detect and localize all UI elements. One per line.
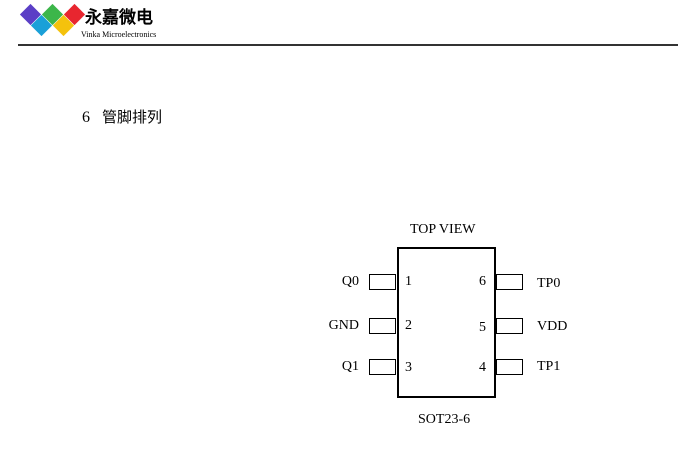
pin-2-number: 2 (405, 318, 412, 333)
pin-4-lead (496, 359, 523, 375)
section-heading: 6 管脚排列 (82, 106, 162, 127)
top-view-label: TOP VIEW (410, 222, 476, 237)
package-label: SOT23-6 (418, 412, 471, 427)
section-title: 管脚排列 (102, 108, 163, 126)
pin-5-name: VDD (537, 319, 568, 334)
header-divider (18, 44, 678, 46)
pin-5-number: 5 (479, 320, 486, 335)
brand-en: Vinka Microelectronics (81, 30, 157, 39)
section-number: 6 (82, 109, 90, 126)
pin-6-number: 6 (479, 274, 486, 289)
pin-2-lead (369, 318, 396, 334)
pin-4-number: 4 (479, 360, 486, 375)
pin-3-name: Q1 (341, 359, 359, 374)
pin-1-number: 1 (405, 274, 412, 289)
chip-body (397, 247, 496, 398)
pin-1-lead (369, 274, 396, 290)
pin-4-name: TP1 (537, 359, 561, 374)
pin-6-name: TP0 (537, 276, 561, 291)
pin-1-name: Q0 (341, 274, 359, 289)
brand-cn: 永嘉微电 (85, 8, 153, 28)
pin-5-lead (496, 318, 523, 334)
pin-3-lead (369, 359, 396, 375)
pin-2-name: GND (328, 318, 359, 333)
pin-6-lead (496, 274, 523, 290)
pin-3-number: 3 (405, 360, 412, 375)
